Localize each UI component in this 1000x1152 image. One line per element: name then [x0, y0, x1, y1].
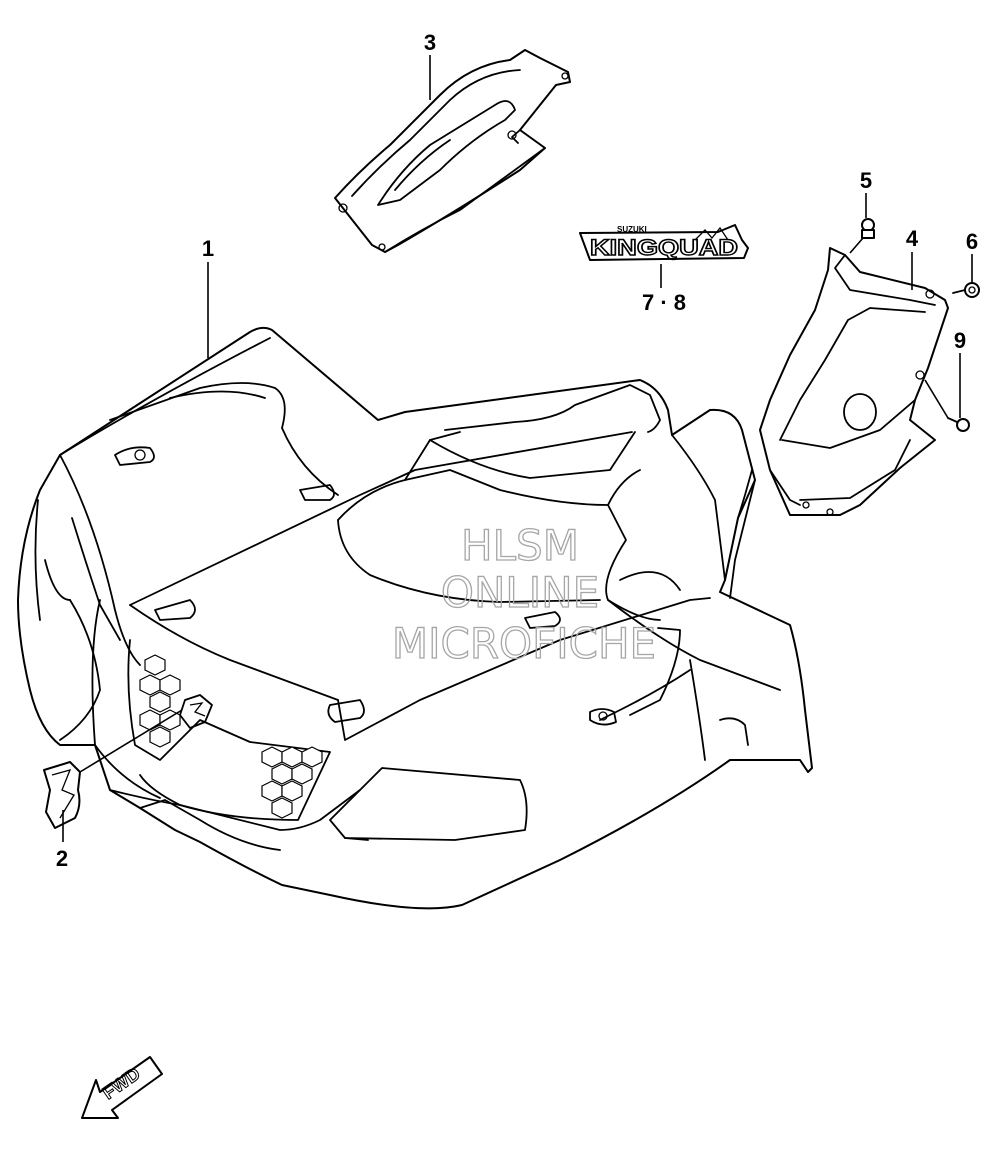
front-fender-part-1[interactable] [17, 326, 813, 910]
callout-5: 5 [860, 168, 872, 193]
watermark: HLSM ONLINE MICROFICHE [391, 520, 656, 668]
leader-lines [62, 55, 973, 842]
watermark-line-1: HLSM [461, 521, 579, 570]
callout-labels: 1 2 3 4 5 6 7 · 8 9 [56, 30, 978, 871]
emblem-part-2[interactable] [43, 761, 81, 829]
clip-part-5[interactable] [861, 218, 875, 239]
callout-6: 6 [966, 229, 978, 254]
center-grille-mesh [261, 746, 323, 819]
decal-part-7-8[interactable]: SUZUKI KINGQUAD [579, 224, 749, 261]
decal-model-text: KINGQUAD [590, 235, 738, 260]
inner-cover-part-4[interactable] [759, 247, 949, 516]
watermark-line-2: ONLINE [441, 568, 599, 617]
side-cover-part-3[interactable] [334, 49, 571, 253]
callout-3: 3 [424, 30, 436, 55]
left-grille-mesh [139, 654, 181, 748]
callout-9: 9 [954, 328, 966, 353]
callout-7-8: 7 · 8 [642, 290, 686, 315]
screw-part-9[interactable] [947, 417, 970, 432]
watermark-line-3: MICROFICHE [392, 619, 656, 668]
callout-4: 4 [906, 226, 919, 251]
bolt-part-6[interactable] [952, 282, 980, 298]
callout-1: 1 [202, 236, 214, 261]
decal-brand-text: SUZUKI [617, 225, 647, 234]
fender-emblem-mount [179, 694, 213, 729]
fwd-arrow-icon: FWD [81, 1056, 163, 1119]
callout-2: 2 [56, 846, 68, 871]
